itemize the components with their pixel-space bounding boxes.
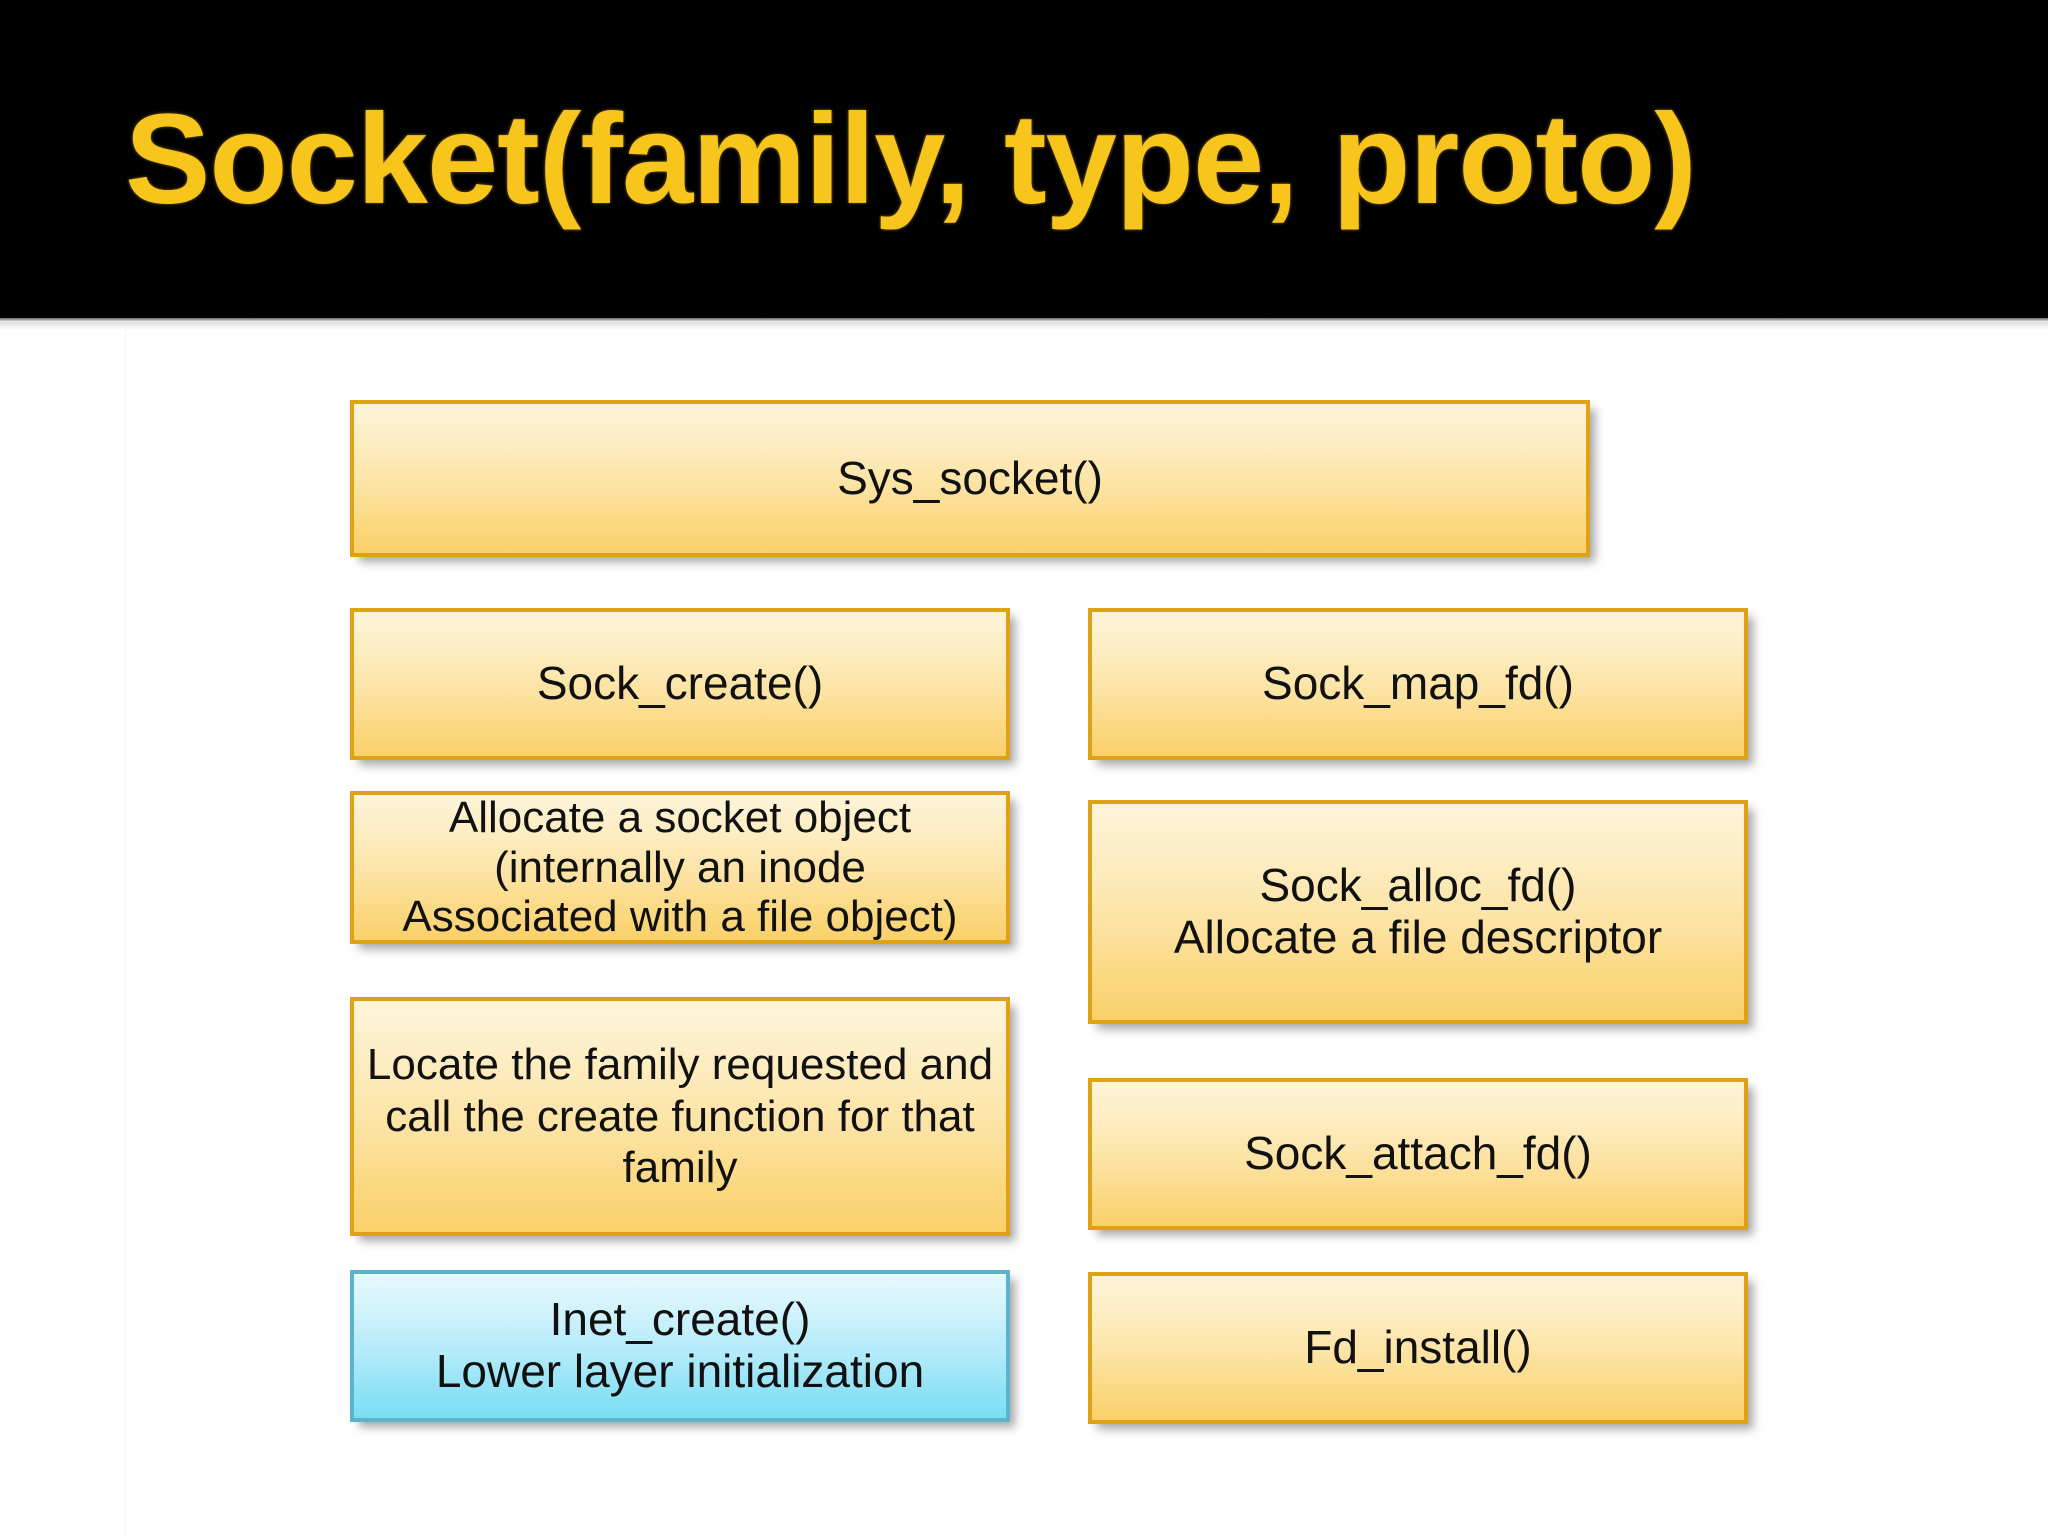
- text-line: Allocate a file descriptor: [1173, 911, 1663, 963]
- title-divider-shadow: [0, 322, 2048, 330]
- text-line: (internally an inode: [494, 842, 866, 892]
- text-line: Inet_create(): [549, 1293, 811, 1346]
- node-allocate-socket-object-label: Allocate a socket object (internally an …: [364, 793, 996, 942]
- text-line: call the create function for that: [385, 1091, 975, 1141]
- node-sock-alloc-fd[interactable]: Sock_alloc_fd() Allocate a file descript…: [1088, 800, 1748, 1024]
- page-title: Socket(family, type, proto): [125, 88, 1697, 231]
- node-locate-family-label: Locate the family requested and call the…: [364, 1039, 996, 1195]
- node-sys-socket-label: Sys_socket(): [837, 451, 1103, 504]
- text-line: Sock_create(): [536, 657, 824, 710]
- text-line: Lower layer initialization: [435, 1345, 925, 1397]
- node-sock-map-fd-label: Sock_map_fd(): [1102, 658, 1734, 710]
- text-line: Fd_install(): [1304, 1321, 1532, 1374]
- node-fd-install-label: Fd_install(): [1102, 1322, 1734, 1374]
- node-fd-install[interactable]: Fd_install(): [1088, 1272, 1748, 1424]
- text-line: Sock_map_fd(): [1262, 657, 1574, 710]
- node-sys-socket[interactable]: Sys_socket(): [350, 400, 1590, 557]
- node-allocate-socket-object[interactable]: Allocate a socket object (internally an …: [350, 791, 1010, 944]
- node-sock-attach-fd-label: Sock_attach_fd(): [1102, 1128, 1734, 1180]
- node-sock-map-fd[interactable]: Sock_map_fd(): [1088, 608, 1748, 760]
- text-line: Associated with a file object): [402, 892, 958, 942]
- text-line: Sock_alloc_fd(): [1259, 859, 1577, 912]
- title-band: Socket(family, type, proto): [0, 0, 2048, 318]
- node-inet-create-label: Inet_create() Lower layer initialization: [364, 1294, 996, 1397]
- text-line: Locate the family requested and: [366, 1039, 994, 1089]
- node-sock-create[interactable]: Sock_create(): [350, 608, 1010, 760]
- title-divider-rule: [0, 318, 2048, 322]
- text-line: family: [622, 1143, 738, 1193]
- node-inet-create[interactable]: Inet_create() Lower layer initialization: [350, 1270, 1010, 1422]
- node-sock-alloc-fd-label: Sock_alloc_fd() Allocate a file descript…: [1102, 860, 1734, 963]
- node-locate-family[interactable]: Locate the family requested and call the…: [350, 997, 1010, 1236]
- text-line: Sock_attach_fd(): [1244, 1127, 1592, 1180]
- body-guide-line: [125, 330, 126, 1536]
- node-sock-attach-fd[interactable]: Sock_attach_fd(): [1088, 1078, 1748, 1230]
- node-sock-create-label: Sock_create(): [364, 658, 996, 710]
- text-line: Allocate a socket object: [448, 792, 912, 842]
